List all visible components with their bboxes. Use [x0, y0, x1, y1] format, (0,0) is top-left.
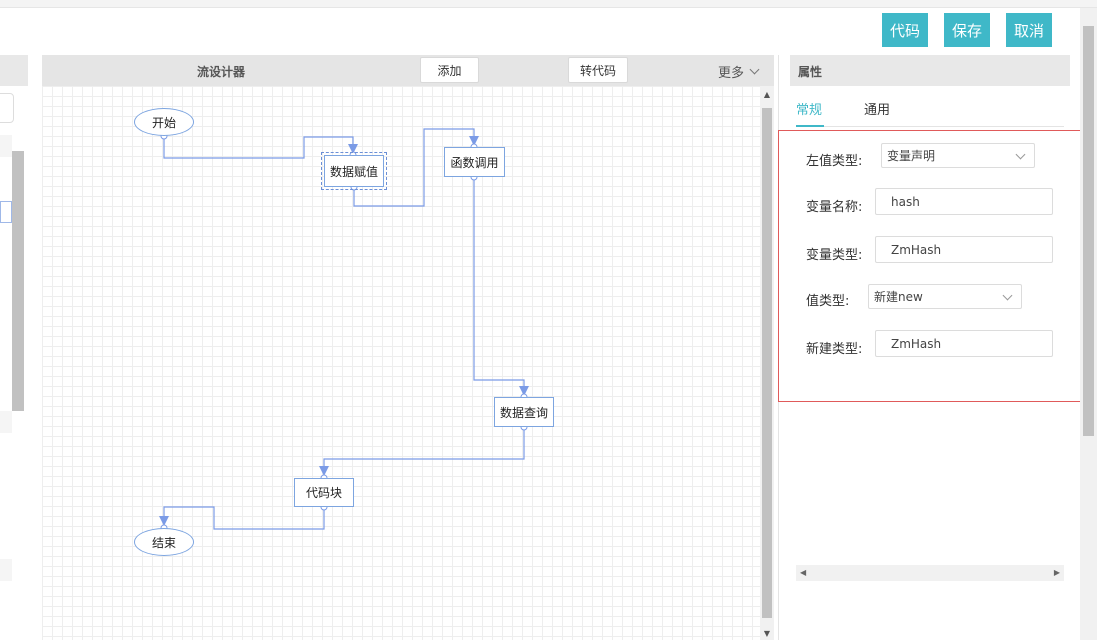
left-panel-scrollbar[interactable]	[12, 151, 24, 411]
left-panel	[0, 55, 28, 640]
flow-node-start[interactable]: 开始	[134, 108, 194, 136]
link-query-code	[323, 427, 525, 472]
property-form: 左值类型: 变量声明 变量名称: hash 变量类型: ZmHash 值类型: …	[778, 130, 1086, 402]
link-call-query	[473, 177, 525, 392]
cancel-button[interactable]: 取消	[1006, 13, 1052, 47]
properties-title: 属性	[798, 65, 823, 79]
top-strip	[0, 0, 1097, 8]
lvalue-type-label: 左值类型:	[806, 154, 863, 169]
new-type-input[interactable]: ZmHash	[875, 330, 1053, 357]
properties-panel: 属性 常规 通用 左值类型: 变量声明 变量名称: hash 变量类型: ZmH…	[778, 55, 1086, 640]
list-item[interactable]	[0, 135, 12, 157]
new-type-label: 新建类型:	[806, 342, 863, 357]
active-tab-indicator	[796, 125, 824, 127]
new-type-value: ZmHash	[891, 336, 942, 351]
designer-title: 流设计器	[197, 65, 246, 79]
page-vertical-scrollbar[interactable]	[1080, 8, 1097, 640]
link-assign-call	[353, 128, 475, 207]
arrow-head	[469, 136, 479, 146]
var-type-value: ZmHash	[891, 242, 942, 257]
arrow-head	[159, 516, 169, 526]
arrow-head	[519, 386, 529, 396]
more-label: 更多	[718, 66, 745, 81]
var-name-value: hash	[891, 194, 920, 209]
properties-header: 属性	[790, 55, 1070, 86]
arrow-head	[348, 144, 358, 154]
save-button[interactable]: 保存	[944, 13, 990, 47]
scroll-down-arrow[interactable]: ▼	[763, 629, 771, 638]
canvas-vertical-scrollbar[interactable]: ▲ ▼	[760, 86, 774, 640]
code-button[interactable]: 代码	[882, 13, 928, 47]
flow-designer: 流设计器 添加 转代码 更多	[42, 55, 774, 640]
add-button[interactable]: 添加	[420, 57, 479, 83]
tab-divider	[796, 126, 1064, 127]
var-type-label: 变量类型:	[806, 248, 863, 263]
chevron-down-icon	[1002, 290, 1013, 301]
list-item[interactable]	[0, 411, 12, 433]
link-code-end	[163, 506, 325, 530]
scrollbar-thumb[interactable]	[762, 108, 772, 618]
value-type-select[interactable]: 新建new	[868, 284, 1022, 309]
designer-header: 流设计器 添加 转代码 更多	[42, 55, 774, 86]
tab-common[interactable]: 通用	[864, 103, 891, 118]
list-item[interactable]	[0, 201, 12, 223]
link-start-assign	[163, 136, 354, 159]
to-code-button[interactable]: 转代码	[568, 57, 628, 83]
more-menu[interactable]: 更多	[718, 62, 760, 81]
chevron-down-icon	[749, 64, 760, 75]
properties-horizontal-scrollbar[interactable]: ◀ ▶	[796, 565, 1064, 581]
arrow-head	[319, 466, 329, 476]
tab-general[interactable]: 常规	[796, 103, 823, 118]
var-name-input[interactable]: hash	[875, 188, 1053, 215]
flow-node-assign[interactable]: 数据赋值	[321, 152, 387, 190]
lvalue-type-value: 变量声明	[887, 149, 936, 163]
flow-node-code-block[interactable]: 代码块	[294, 478, 354, 507]
var-type-input[interactable]: ZmHash	[875, 236, 1053, 263]
value-type-value: 新建new	[874, 290, 923, 304]
scroll-up-arrow[interactable]: ▲	[763, 90, 771, 99]
flow-canvas[interactable]: 开始 数据赋值 函数调用 数据查询 代码块 结束	[42, 86, 760, 640]
flow-node-data-query[interactable]: 数据查询	[494, 397, 554, 427]
scroll-right-arrow[interactable]: ▶	[1053, 568, 1060, 577]
scroll-left-arrow[interactable]: ◀	[800, 568, 807, 577]
flow-node-end[interactable]: 结束	[134, 528, 194, 556]
chevron-down-icon	[1015, 149, 1026, 160]
scrollbar-thumb[interactable]	[1083, 26, 1094, 436]
var-name-label: 变量名称:	[806, 200, 863, 215]
list-item[interactable]	[0, 559, 12, 581]
flow-links	[159, 128, 529, 532]
lvalue-type-select[interactable]: 变量声明	[881, 143, 1035, 168]
left-panel-input[interactable]	[0, 93, 14, 123]
value-type-label: 值类型:	[806, 294, 850, 309]
flow-node-function-call[interactable]: 函数调用	[444, 147, 505, 177]
left-panel-header	[0, 55, 28, 86]
